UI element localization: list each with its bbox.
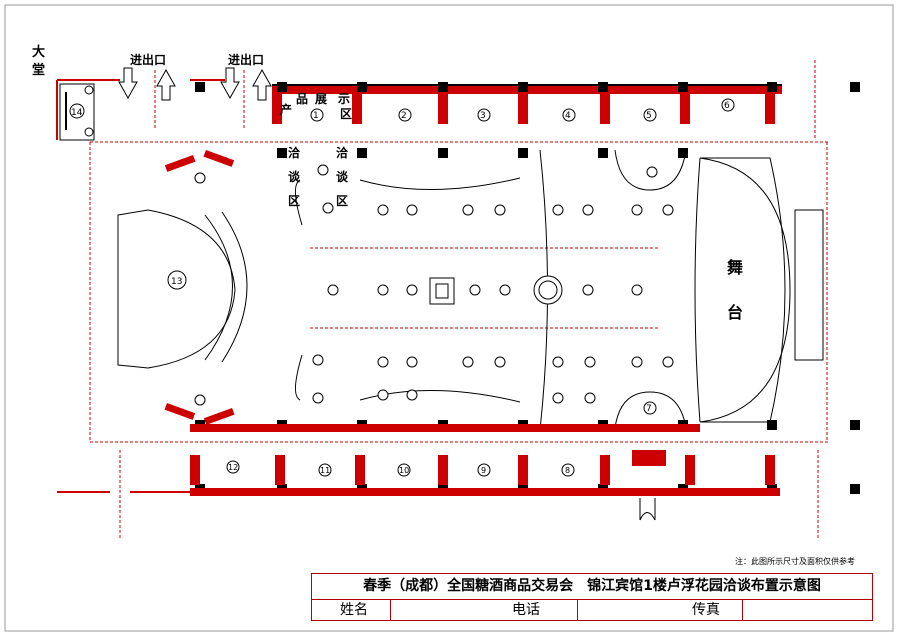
entrance-right-label: 进出口: [228, 52, 264, 67]
svg-text:区: 区: [340, 107, 352, 121]
stage: 舞 台: [694, 157, 824, 423]
divider: [577, 600, 578, 621]
svg-text:1: 1: [313, 111, 319, 121]
entrance-left-arrows: [118, 67, 176, 101]
phone-label: 电话: [512, 602, 540, 618]
negotiation-tables: [194, 164, 674, 406]
bottom-booth-tables: [226, 460, 575, 477]
center-pillars: [429, 275, 563, 305]
top-columns: [195, 82, 860, 494]
booth-14: 14: [59, 83, 95, 141]
svg-text:示: 示: [337, 92, 350, 106]
svg-text:洽: 洽: [336, 145, 349, 160]
divider: [390, 600, 391, 621]
svg-text:展: 展: [315, 92, 327, 106]
svg-text:区: 区: [336, 194, 348, 208]
top-booth-tables: [310, 98, 735, 122]
svg-text:谈: 谈: [288, 169, 301, 184]
svg-text:舞: 舞: [727, 258, 743, 277]
svg-text:3: 3: [480, 111, 486, 121]
expo-label: 品: [296, 92, 308, 106]
lobby-label-1: 大: [32, 44, 45, 60]
svg-text:9: 9: [481, 466, 486, 475]
svg-text:6: 6: [724, 101, 730, 111]
top-booth-numbers: 1 2 3 4 5 6: [313, 101, 730, 121]
lobby-label-2: 堂: [32, 62, 45, 78]
bottom-exhibit-wall: [190, 424, 780, 496]
negotiate-left-label: 洽谈区: [288, 145, 301, 208]
svg-text:8: 8: [565, 466, 570, 475]
svg-text:5: 5: [646, 111, 652, 121]
svg-text:4: 4: [565, 111, 571, 121]
svg-text:13: 13: [171, 277, 182, 287]
booth-13: 13: [117, 209, 248, 369]
curved-booths-left: [164, 150, 235, 425]
svg-text:洽: 洽: [288, 145, 301, 160]
svg-text:10: 10: [399, 466, 409, 475]
title-text: 春季（成都）全国糖酒商品交易会 锦江宾馆1楼卢浮花园洽谈布置示意图: [312, 574, 872, 600]
svg-text:产: 产: [280, 102, 292, 117]
svg-text:7: 7: [646, 404, 652, 414]
entrance-right-arrows: [220, 67, 272, 101]
title-block: 春季（成都）全国糖酒商品交易会 锦江宾馆1楼卢浮花园洽谈布置示意图 姓名 电话 …: [311, 573, 873, 621]
svg-text:2: 2: [401, 111, 407, 121]
svg-text:12: 12: [228, 463, 238, 472]
svg-text:台: 台: [727, 303, 743, 322]
entrance-left-label: 进出口: [130, 52, 166, 67]
svg-text:区: 区: [288, 194, 300, 208]
dimension-lines: [89, 60, 830, 540]
drawing-frame: [4, 4, 894, 632]
name-label: 姓名: [340, 602, 368, 618]
bottom-booth-numbers: 12 11 10 9 8: [228, 463, 570, 475]
svg-text:11: 11: [320, 466, 330, 475]
svg-text:谈: 谈: [336, 169, 349, 184]
svg-text:14: 14: [71, 108, 83, 118]
bottom-door: [639, 498, 656, 521]
negotiate-right-label: 洽谈区: [336, 145, 349, 208]
lobby-walls: [56, 79, 225, 493]
booth-7: 7: [614, 149, 687, 429]
disclaimer-note: 注：此图所示尺寸及面积仅供参考: [735, 557, 855, 566]
divider: [742, 600, 743, 621]
fax-label: 传真: [692, 602, 720, 618]
